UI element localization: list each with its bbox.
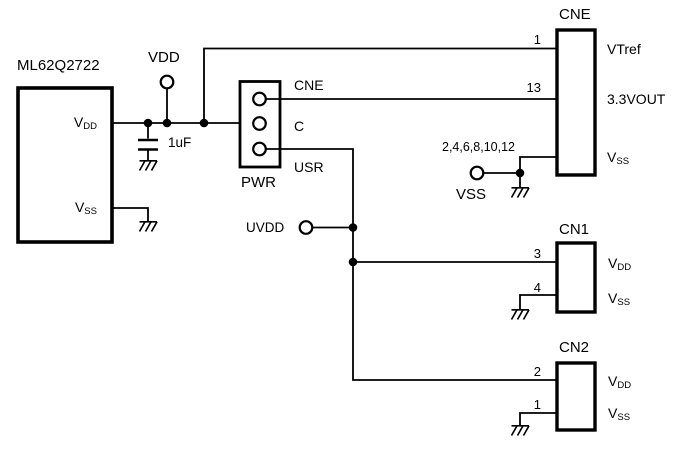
cn1-signal-vdd: VDD (608, 255, 632, 274)
cn1-connector-title: CN1 (559, 221, 590, 238)
cne-signal-vtref: VTref (607, 41, 641, 57)
cne-pin13-number: 13 (526, 80, 541, 95)
wire-cn1-vss-gnd (519, 294, 557, 309)
cne-signal-33vout: 3.3VOUT (607, 91, 666, 107)
cn2-signal-vdd: VDD (608, 373, 632, 392)
ground-icon (510, 187, 530, 199)
pwr-pin-usr-circle (252, 141, 267, 157)
wires (112, 47, 557, 425)
pwr-pin-cne-circle (252, 91, 267, 107)
uvdd-terminal-circle (298, 220, 314, 235)
pwr-pin-usr-label: USR (294, 159, 324, 175)
vdd-terminal-label: VDD (148, 49, 180, 66)
cn2-pin2-number: 2 (533, 364, 541, 379)
mcu-pin-vdd-label: VDD (73, 114, 97, 133)
mcu-pin-vss-label: VSS (74, 199, 97, 218)
ground-icon (510, 308, 530, 321)
capacitor-symbol (138, 123, 158, 160)
ground-icon (138, 160, 158, 172)
pwr-connector-box (238, 80, 282, 169)
wire-usr-chain (265, 148, 557, 381)
cne-signal-vss: VSS (607, 149, 630, 168)
cn2-signal-vss: VSS (608, 405, 631, 424)
vss-terminal-label: VSS (456, 186, 487, 203)
cn1-connector-box (555, 241, 597, 314)
cne-gnd-pin-numbers: 2,4,6,8,10,12 (442, 140, 515, 154)
cne-connector-title: CNE (559, 6, 591, 23)
pwr-pin-cne-label: CNE (294, 77, 324, 93)
ground-icon (138, 221, 158, 233)
cn2-connector-title: CN2 (559, 339, 590, 356)
pwr-connector-title: PWR (241, 174, 276, 191)
cn1-pin3-number: 3 (533, 246, 541, 261)
mcu-title: ML62Q2722 (17, 57, 100, 74)
cn2-connector-box (555, 361, 597, 432)
pwr-pin-c-label: C (294, 118, 305, 134)
wire-cn2-vss-gnd (519, 412, 557, 425)
mcu-box (16, 86, 114, 244)
ground-icon (510, 424, 530, 437)
pwr-pin-c-circle (252, 116, 267, 131)
cne-connector-box (555, 28, 597, 177)
vdd-terminal-circle (159, 74, 175, 90)
vss-terminal-circle (469, 165, 485, 181)
uvdd-terminal-label: UVDD (246, 220, 285, 235)
cn1-signal-vss: VSS (608, 290, 631, 309)
wire-mcu-vss-gnd (112, 207, 149, 221)
wire-cne-vss (519, 156, 557, 173)
cne-pin1-number: 1 (533, 32, 541, 47)
capacitor-value-label: 1uF (168, 135, 192, 150)
cn1-pin4-number: 4 (533, 280, 541, 295)
junction-dots (143, 118, 525, 267)
wire-to-cne-pin1 (203, 47, 557, 123)
cn2-pin1-number: 1 (533, 397, 541, 412)
